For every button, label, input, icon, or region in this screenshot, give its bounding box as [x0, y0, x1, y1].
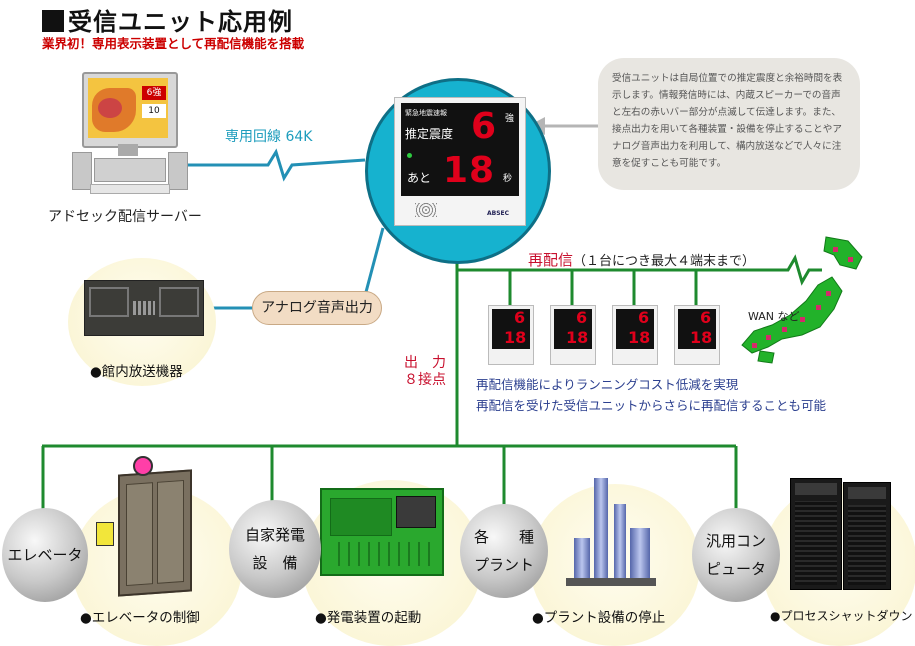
redistribution-note-2: 再配信を受けた受信ユニットからさらに再配信することも可能	[476, 398, 827, 413]
dedicated-line	[183, 148, 366, 182]
mini-unit-intensity: 6	[638, 308, 650, 327]
elevator-button-panel-icon	[96, 522, 114, 546]
intensity-label: 推定震度	[405, 127, 454, 141]
mini-unit-intensity: 6	[514, 308, 526, 327]
mini-unit-seconds: 18	[690, 328, 713, 347]
caption-elevator: ●エレベータの制御	[80, 610, 200, 626]
broadcast-deck-icon	[84, 280, 204, 336]
remaining-label: あと	[407, 171, 432, 185]
mini-unit-intensity: 6	[576, 308, 588, 327]
elevator-icon	[118, 469, 192, 597]
server-screen-value-bottom: 10	[142, 104, 166, 118]
category-elevator: エレベータ	[2, 508, 88, 602]
page-subtitle: 業界初！専用表示装置として再配信機能を搭載	[42, 36, 305, 51]
output-label-2: ８接点	[404, 372, 446, 388]
speaker-left-icon	[72, 152, 92, 190]
keyboard-icon	[90, 184, 170, 194]
redistribution-label: 再配信（１台につき最大４端末まで）	[528, 251, 756, 269]
remaining-value: 18	[443, 150, 496, 191]
mini-unit-seconds: 18	[566, 328, 589, 347]
japan-map-icon	[738, 235, 868, 365]
mini-unit-seconds: 18	[628, 328, 651, 347]
broadcast-label: ●館内放送機器	[90, 364, 183, 380]
line-label: 専用回線 64K	[225, 129, 313, 145]
description-box: 受信ユニットは自局位置での推定震度と余裕時間を表示します。情報発信時には、内蔵ス…	[598, 58, 860, 190]
category-plant: 各 種 プラント	[460, 504, 548, 598]
caption-computer: ●プロセスシャットダウン	[770, 609, 913, 623]
speaker-right-icon	[168, 152, 188, 190]
caption-plant: ●プラント設備の停止	[532, 610, 666, 626]
analog-line	[364, 227, 385, 293]
mini-unit-seconds: 18	[504, 328, 527, 347]
server-rack-2-icon	[843, 482, 891, 590]
speaker-grille-icon	[415, 203, 437, 217]
generator-icon	[320, 488, 444, 576]
server-screen-value-top: 6強	[142, 86, 166, 100]
redistribution-note-1: 再配信機能によりランニングコスト低減を実現	[476, 377, 739, 392]
redistribution-bus	[457, 254, 822, 286]
elevator-indicator-icon	[133, 456, 153, 476]
server-computer: 6強 10	[70, 72, 190, 202]
wan-label: WAN など	[748, 310, 800, 323]
analog-output-pill: アナログ音声出力	[252, 291, 382, 325]
category-computer: 汎用コン ピュータ	[692, 508, 780, 602]
panel-title: 緊急地震速報	[405, 109, 447, 117]
category-generator: 自家発電 設 備	[229, 500, 321, 598]
output-label-1: 出 力	[404, 355, 446, 371]
caption-generator: ●発電装置の起動	[315, 610, 422, 626]
status-led	[407, 153, 412, 158]
intensity-value: 6	[471, 106, 497, 147]
server-label: アドセック配信サーバー	[48, 209, 202, 225]
plant-icon	[560, 478, 660, 588]
receiver-unit: 緊急地震速報 推定震度 6 強 あと 18 秒 ABSEC	[394, 97, 526, 226]
page-title: 受信ユニット応用例	[42, 2, 293, 37]
server-rack-icon	[790, 478, 842, 590]
mini-unit-intensity: 6	[700, 308, 712, 327]
